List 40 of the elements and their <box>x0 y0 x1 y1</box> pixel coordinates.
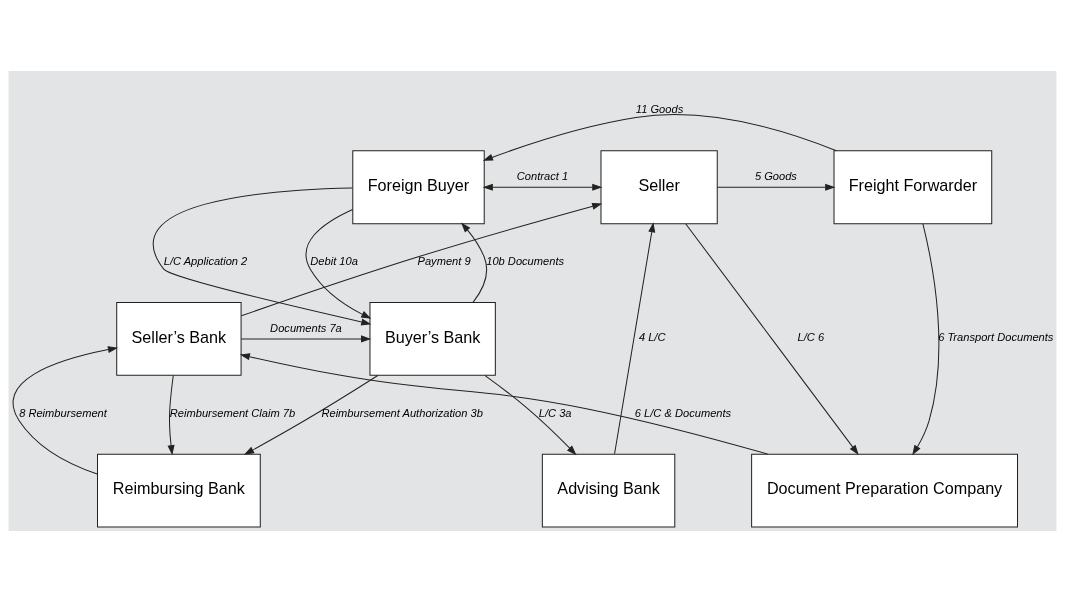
edge-label: Documents 7a <box>270 321 342 334</box>
arrow <box>484 374 577 455</box>
edge-label: L/C 6 <box>797 330 825 343</box>
arrow <box>167 374 175 455</box>
arrow <box>152 186 372 325</box>
node-box: Advising Bank <box>541 453 676 527</box>
edge-label: 6 Transport Documents <box>938 330 1054 343</box>
edge-label: 5 Goods <box>754 169 797 182</box>
arrow <box>244 374 379 455</box>
edge-label: Contract 1 <box>516 169 569 182</box>
node-box: Buyer’s Bank <box>369 301 496 376</box>
node-box: Foreign Buyer <box>352 149 485 224</box>
edge-label: 11 Goods <box>635 102 684 115</box>
edge-label: Payment 9 <box>417 254 471 267</box>
edge-label: 10b Documents <box>486 254 565 267</box>
arrow <box>239 352 769 455</box>
arrow <box>12 345 119 475</box>
node-box: Seller’s Bank <box>116 301 242 376</box>
arrow <box>685 222 859 455</box>
arrow <box>461 222 488 303</box>
node-box: Reimbursing Bank <box>97 453 261 527</box>
edge-label: 6 L/C & Documents <box>634 406 732 419</box>
edge-label: L/C 3a <box>538 406 572 419</box>
arrow <box>482 183 603 191</box>
edge-label: Reimbursement Authorization 3b <box>321 406 483 419</box>
node-box: Document Preparation Company <box>751 453 1018 527</box>
arrow <box>240 202 603 316</box>
node-box: Seller <box>600 149 718 224</box>
edge-label: 4 L/C <box>638 330 666 343</box>
arrow <box>482 113 837 161</box>
arrow <box>240 334 372 342</box>
edge-label: Reimbursement Claim 7b <box>169 406 296 419</box>
node-box: Freight Forwarder <box>833 149 993 224</box>
edge-label: Debit 10a <box>310 254 358 267</box>
edge-label: 8 Reimbursement <box>19 406 107 419</box>
arrow <box>716 183 836 191</box>
arrow <box>912 222 940 455</box>
arrow <box>614 221 656 454</box>
arrow <box>305 208 372 319</box>
edge-label: L/C Application 2 <box>163 254 248 267</box>
